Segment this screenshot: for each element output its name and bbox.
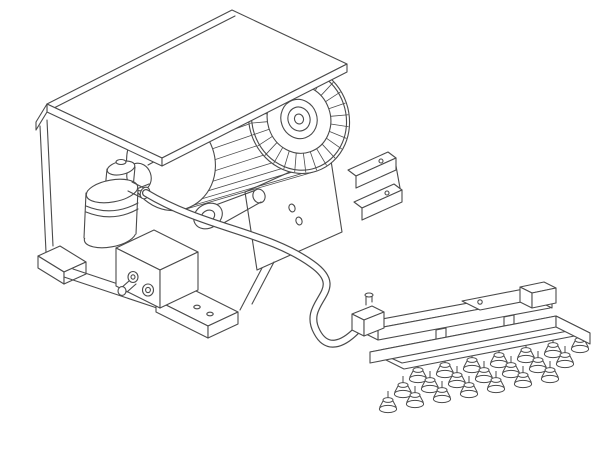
screw xyxy=(477,299,483,305)
flexible-hose xyxy=(142,189,360,348)
hose-connector-1 xyxy=(117,270,139,296)
control-box xyxy=(115,229,199,309)
suction-gripper xyxy=(351,281,591,414)
gripper-inlet-fitting xyxy=(351,292,385,337)
suction-cup-array xyxy=(378,331,590,414)
clamp-bracket-flanges xyxy=(347,151,403,221)
clamp-band xyxy=(85,202,139,212)
gripper-frame xyxy=(369,315,591,370)
hose-connector-2 xyxy=(141,283,155,297)
gripper-end-block xyxy=(519,281,557,309)
top-cover-plate xyxy=(35,9,348,167)
left-foot xyxy=(37,245,87,285)
